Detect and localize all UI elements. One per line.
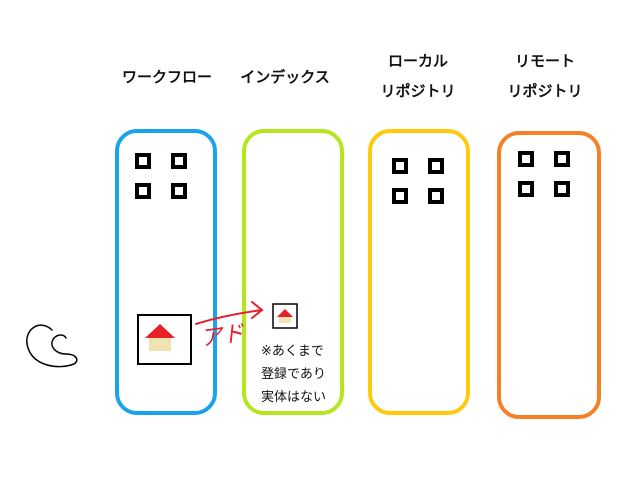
house-icon [277, 309, 293, 323]
workflow-file-icon [137, 314, 192, 365]
doodle-scribble [26, 324, 78, 368]
workflow-label: ワークフロー [121, 68, 212, 86]
remote-repository-column [497, 131, 601, 419]
workflow-column [115, 129, 217, 415]
local-repository-column [368, 129, 470, 415]
index-label: インデックス [240, 68, 330, 86]
add-arrow [195, 301, 264, 325]
index-note: ※あくまで 登録であり 実体はない [261, 344, 327, 405]
house-icon [145, 324, 175, 351]
index-column [242, 129, 344, 415]
index-file-icon [272, 303, 298, 329]
remote-repository-label: リモート リポジトリ [507, 52, 583, 100]
local-repository-label: ローカル リポジトリ [380, 52, 456, 100]
arrow-label: アド [198, 321, 246, 352]
